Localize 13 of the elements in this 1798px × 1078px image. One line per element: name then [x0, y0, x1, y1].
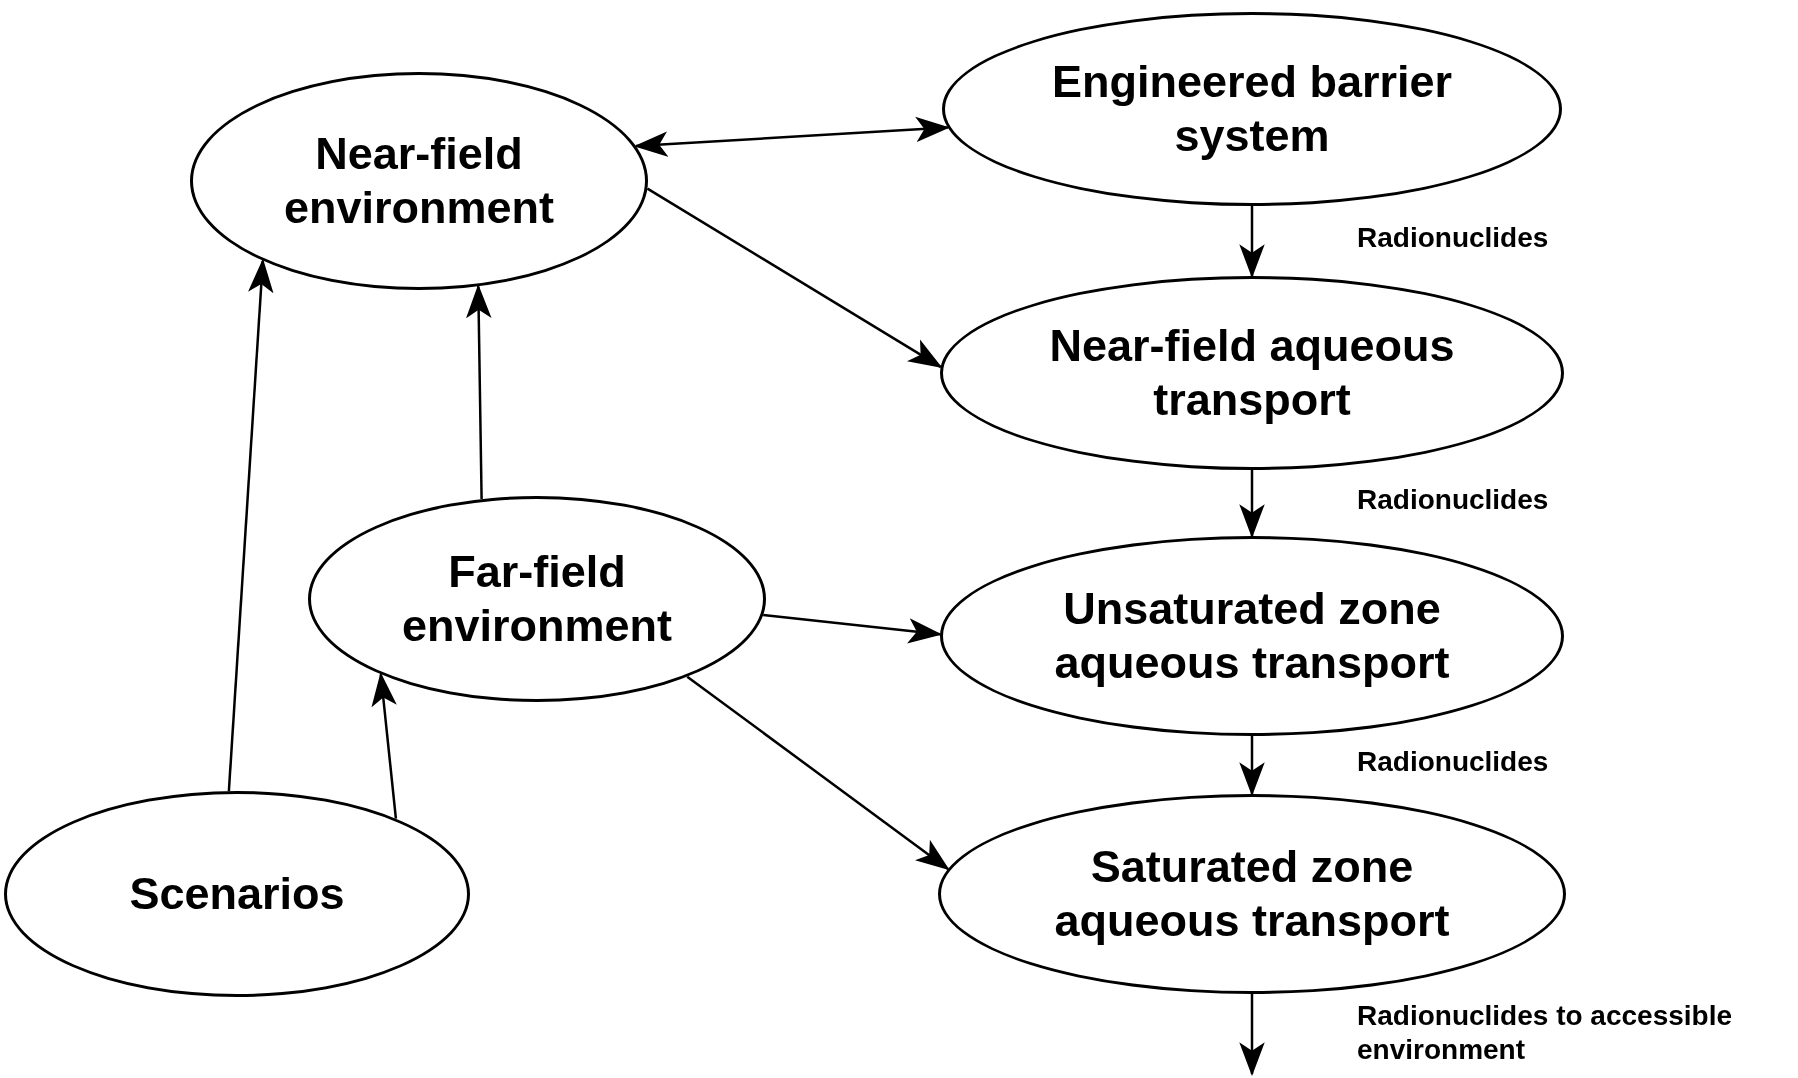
node-label: Near-field environment	[282, 127, 555, 235]
node-label: Far-field environment	[400, 545, 673, 653]
arrow	[686, 675, 950, 871]
node-label: Near-field aqueous transport	[1048, 319, 1456, 427]
arrow	[227, 258, 274, 792]
node-label: Scenarios	[128, 867, 346, 921]
arrow	[633, 116, 950, 157]
arrow	[1239, 994, 1265, 1077]
node-label: Saturated zone aqueous transport	[1053, 840, 1451, 948]
node-label: Engineered barrier system	[1050, 55, 1454, 163]
arrow	[371, 672, 398, 819]
node-label: Unsaturated zone aqueous transport	[1053, 582, 1451, 690]
arrow	[646, 187, 943, 368]
